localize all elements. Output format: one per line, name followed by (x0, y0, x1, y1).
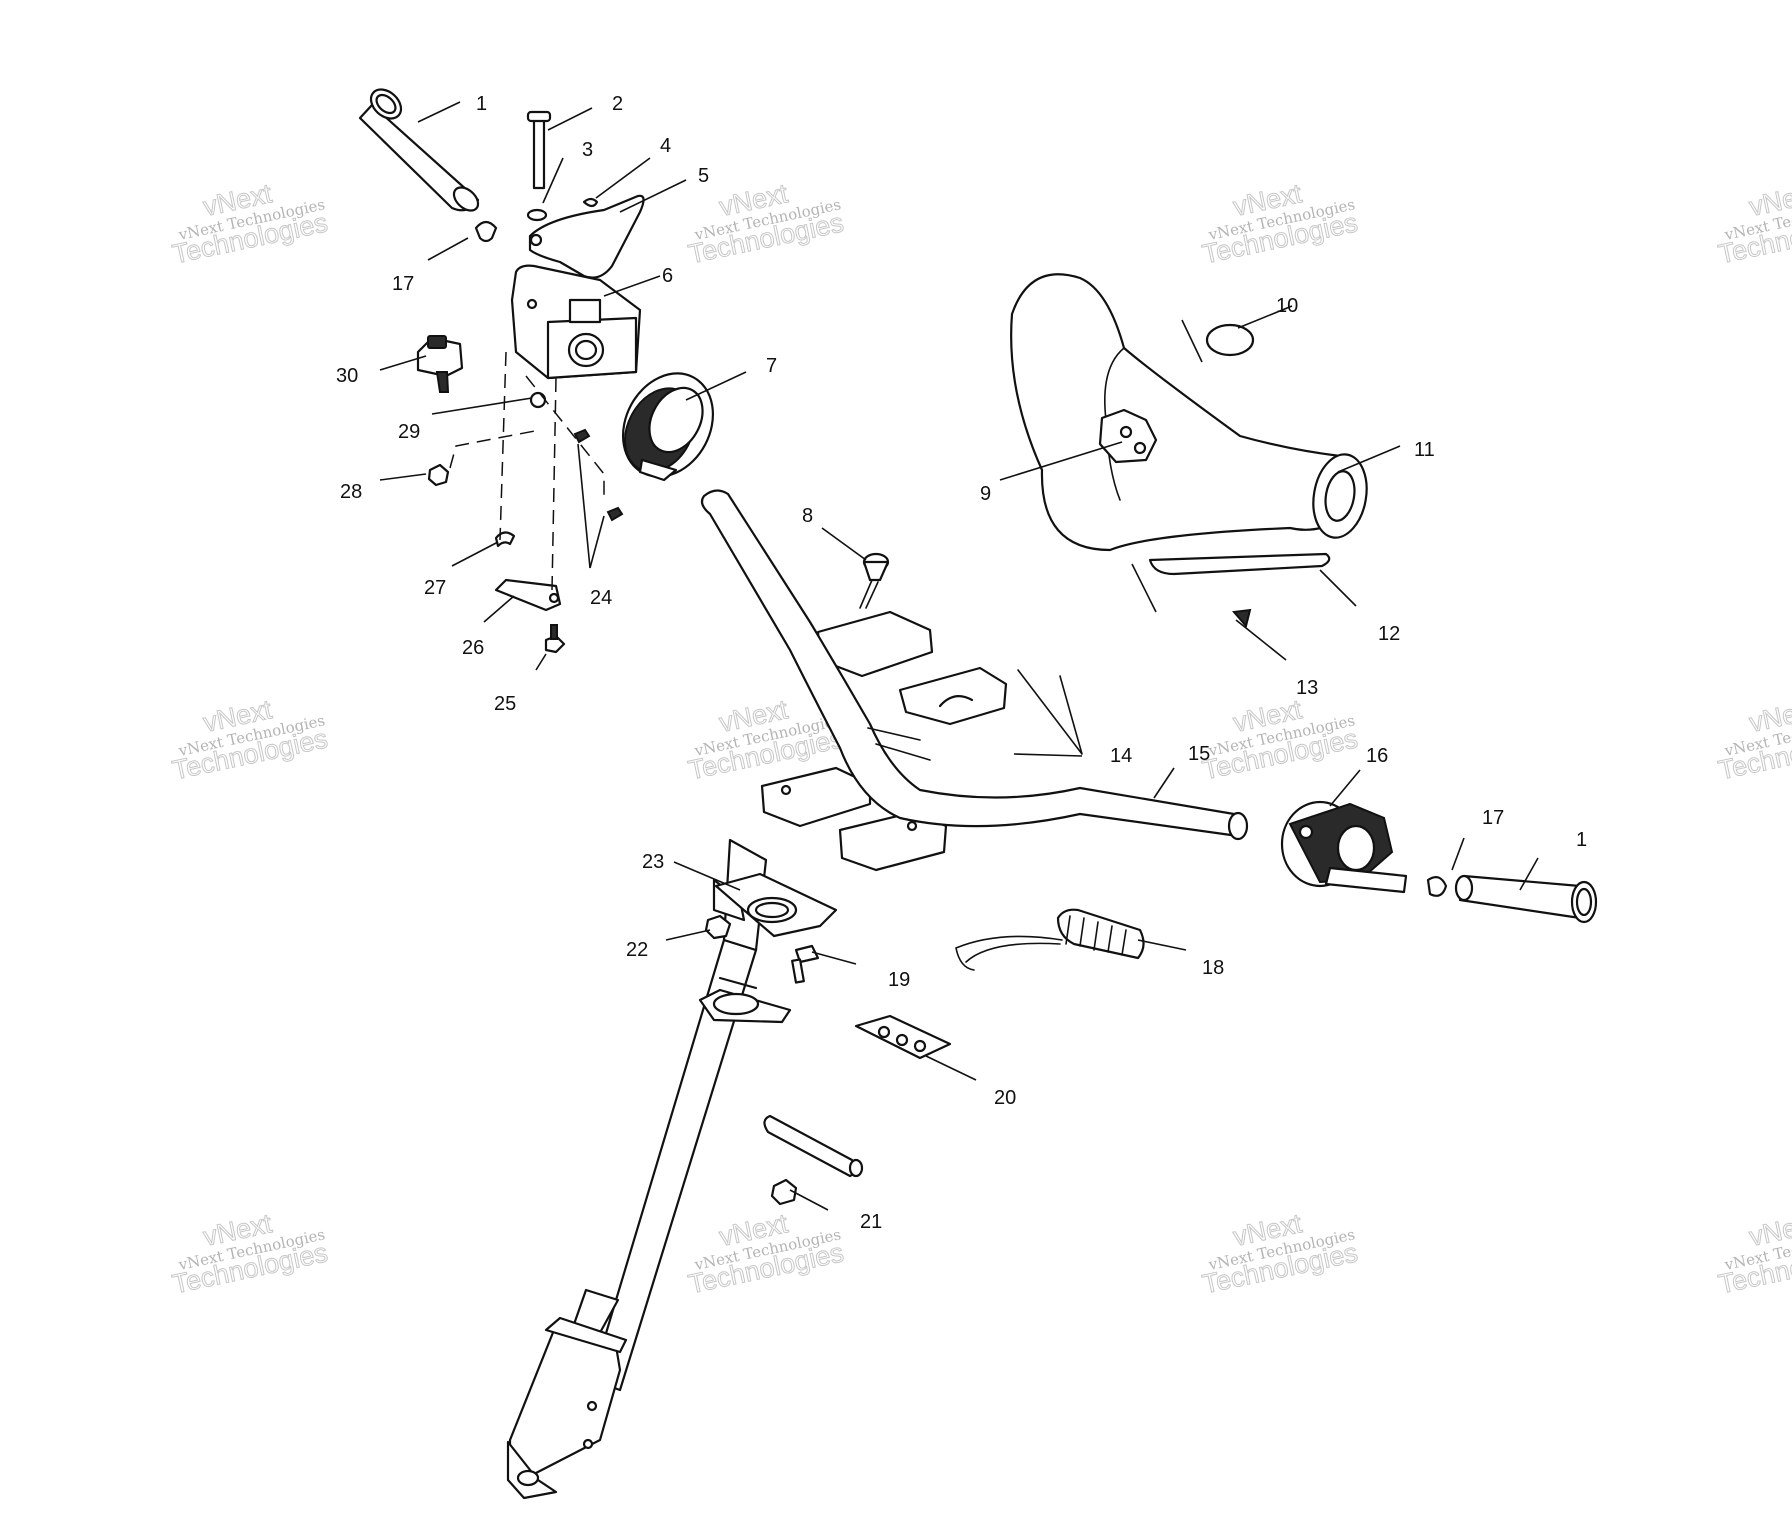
callout-26: 26 (462, 637, 484, 659)
flange-nut (704, 914, 732, 940)
callout-29: 29 (398, 421, 420, 443)
e-clip (582, 197, 599, 208)
callout-28: 28 (340, 481, 362, 503)
steering-column (590, 838, 768, 1392)
retaining-clip (494, 531, 516, 548)
screw-24a (573, 428, 591, 444)
callout-2: 2 (612, 93, 623, 115)
lower-clamp (760, 766, 948, 872)
right-control-housing (1280, 800, 1408, 894)
shim-plate (854, 1014, 952, 1060)
assembly-line-3 (449, 429, 541, 469)
screw-24b (606, 506, 624, 522)
callout-5: 5 (698, 165, 709, 187)
column-lower-end (506, 1288, 628, 1500)
lever-hole (529, 233, 543, 247)
handlebar (700, 489, 1249, 841)
handlebar-pad (1010, 273, 1368, 552)
callout-13: 13 (1296, 677, 1318, 699)
brake-switch (416, 335, 464, 393)
grip-bushing-right (1426, 876, 1448, 897)
right-hand-grip (1454, 874, 1598, 924)
callout-24: 24 (590, 587, 612, 609)
pad-strap (1148, 552, 1331, 576)
plate-screw-hole (548, 592, 560, 604)
hex-nut-28 (427, 463, 450, 487)
bracket-pin (763, 1114, 864, 1178)
washer (526, 208, 548, 222)
callout-27: 27 (424, 577, 446, 599)
callout-16: 16 (1366, 745, 1388, 767)
callout-6: 6 (662, 265, 673, 287)
callout-21: 21 (860, 1211, 882, 1233)
callout-18: 18 (1202, 957, 1224, 979)
callout-9: 9 (980, 483, 991, 505)
callout-14: 14 (1110, 745, 1132, 767)
callout-3: 3 (582, 139, 593, 161)
screw-25 (544, 624, 566, 654)
left-hand-grip (358, 88, 480, 212)
detent-ball (529, 391, 547, 409)
flange-screw (791, 944, 820, 984)
grip-heater (955, 908, 1145, 971)
leader-lines (379, 101, 1539, 1211)
callout-1-right-grip: 1 (1576, 829, 1587, 851)
callout-10: 10 (1276, 295, 1298, 317)
callout-8: 8 (802, 505, 813, 527)
callout-20: 20 (994, 1087, 1016, 1109)
callout-7: 7 (766, 355, 777, 377)
column-flange (714, 872, 838, 938)
callout-11: 11 (1414, 439, 1435, 461)
callout-25: 25 (494, 693, 516, 715)
callout-22: 22 (626, 939, 648, 961)
callout-4: 4 (660, 135, 671, 157)
callout-17-right: 17 (1482, 807, 1504, 829)
column-bracket (698, 988, 792, 1024)
pad-emblem (1205, 323, 1255, 357)
callout-labels: 1 2 3 4 5 6 7 8 9 10 11 12 13 14 15 16 1… (336, 93, 1587, 1233)
assembly-line-1 (499, 351, 507, 541)
pad-nut-1 (1119, 425, 1133, 439)
throttle-housing (510, 264, 642, 380)
callout-12: 12 (1378, 623, 1400, 645)
grip-bushing-left (474, 220, 498, 243)
bracket-nut (770, 1178, 798, 1206)
kill-switch-ring (621, 372, 715, 482)
callout-17-left: 17 (392, 273, 414, 295)
throttle-lever (528, 194, 645, 279)
callout-15: 15 (1188, 743, 1210, 765)
callout-30: 30 (336, 365, 358, 387)
pad-mount-plate (1098, 408, 1158, 464)
assembly-line-2 (551, 377, 557, 591)
callout-19: 19 (888, 969, 910, 991)
pivot-pin (526, 110, 552, 190)
pad-clip (1232, 608, 1252, 629)
assembly-line-4 (525, 375, 605, 500)
callout-23: 23 (642, 851, 664, 873)
pad-nut-2 (1133, 441, 1147, 455)
callout-1-left-grip: 1 (476, 93, 487, 115)
